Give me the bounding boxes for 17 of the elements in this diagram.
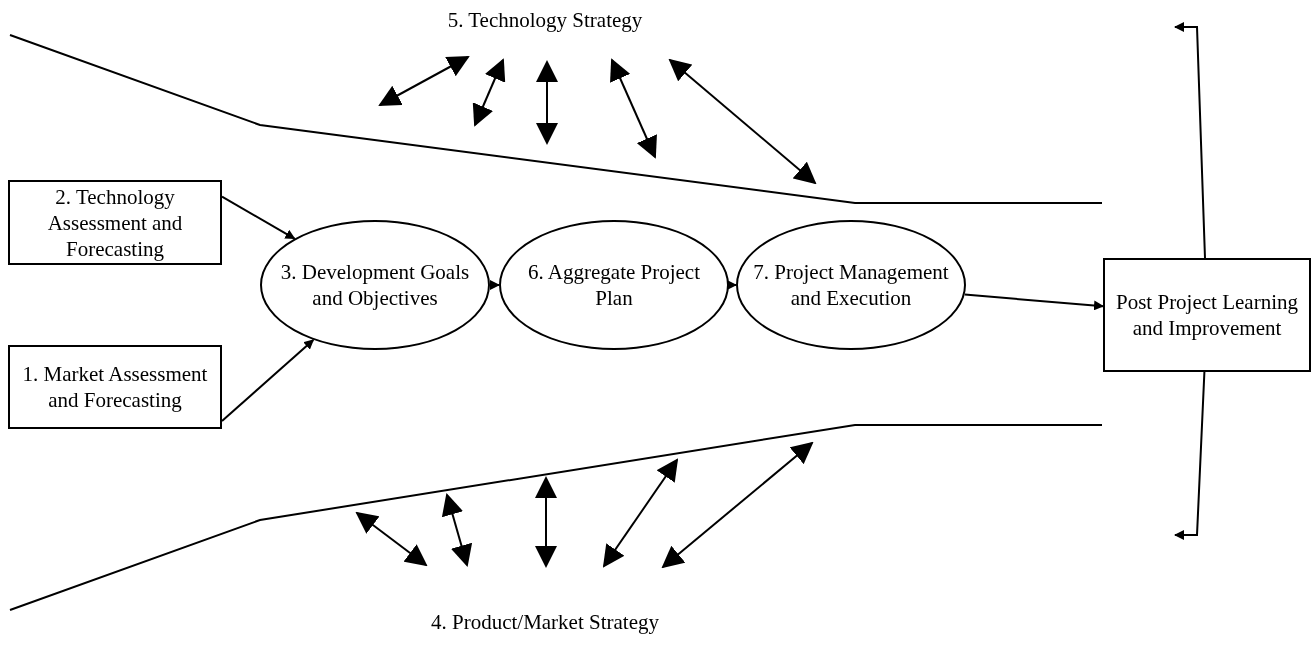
- process-box: [8, 345, 222, 429]
- arrow: [727, 280, 737, 290]
- arrow: [1174, 371, 1206, 540]
- node-label: 3. Development Goals and Objectives: [279, 259, 471, 311]
- node-label: 6. Aggregate Project Plan: [527, 259, 701, 311]
- process-box: [8, 180, 222, 265]
- arrow: [221, 195, 296, 240]
- arrow: [489, 280, 500, 290]
- node-label: 1. Market Assessment and Forecasting: [21, 361, 209, 413]
- node-label: Post Project Learning and Improvement: [1115, 289, 1299, 341]
- node-label: 7. Project Management and Execution: [752, 259, 950, 311]
- strategy-label: 5. Technology Strategy: [380, 4, 710, 36]
- strategy-label: 4. Product/Market Strategy: [400, 592, 690, 652]
- arrow: [1174, 22, 1206, 259]
- node-label: 2. Technology Assessment and Forecasting: [46, 183, 184, 262]
- process-box: [1103, 258, 1311, 372]
- arrow: [221, 338, 315, 423]
